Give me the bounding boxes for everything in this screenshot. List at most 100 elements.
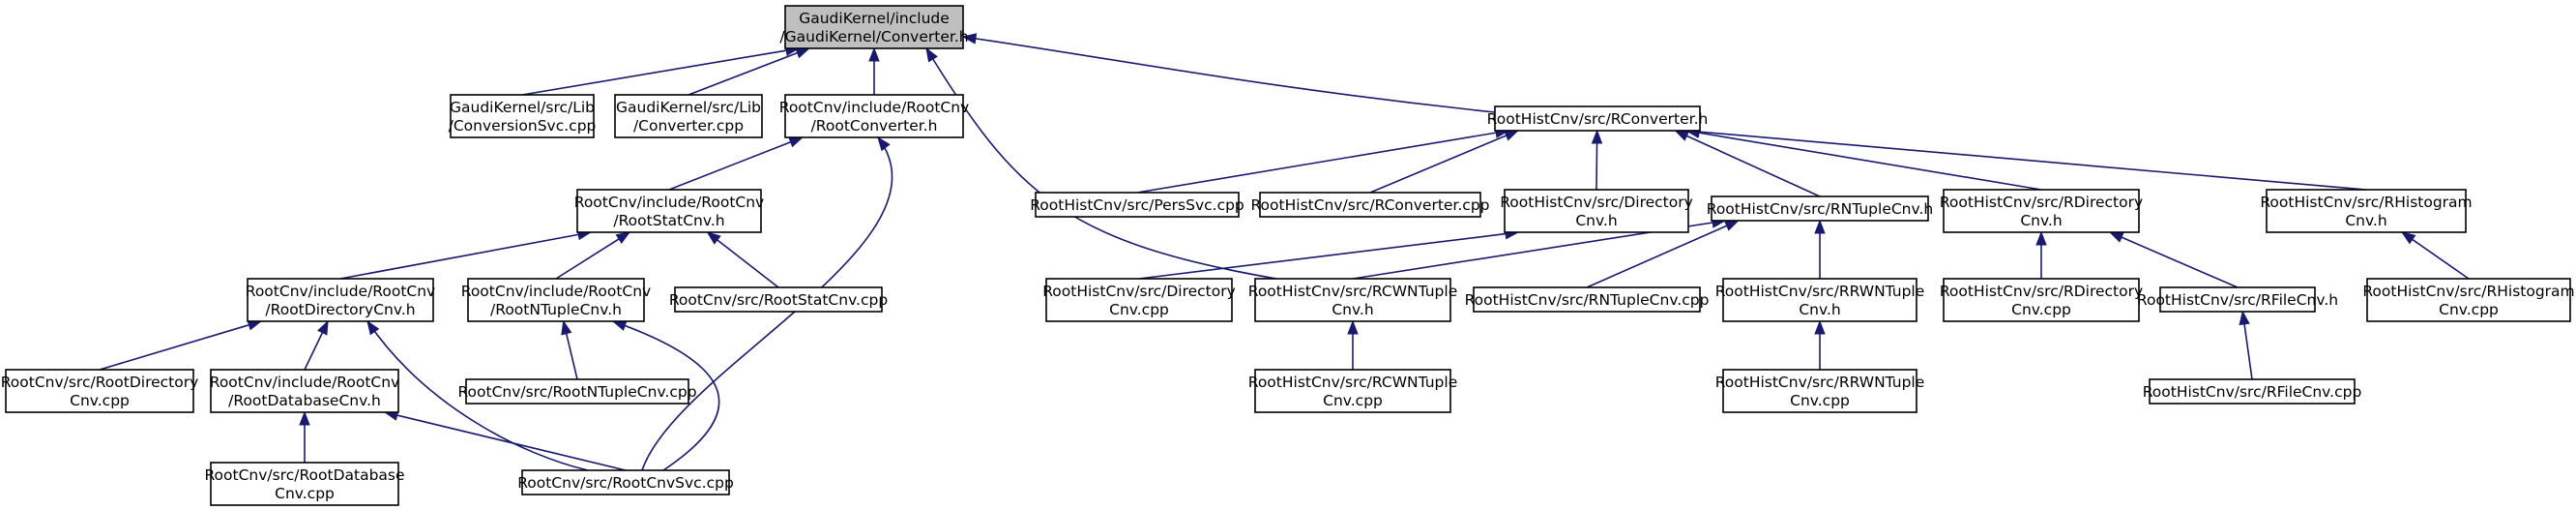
- graph-node[interactable]: RootCnv/src/RootDirectoryCnv.cpp: [1, 369, 199, 413]
- node-box: [465, 378, 689, 405]
- dependency-edge: [1138, 227, 1520, 280]
- node-box: [1473, 286, 1701, 313]
- edge-line: [925, 47, 1277, 280]
- node-label: RootHistCnv/src/Directory: [1042, 283, 1236, 300]
- arrowhead-icon: [795, 47, 811, 59]
- node-box: [467, 278, 645, 322]
- edge-line: [2412, 238, 2470, 280]
- node-label: Cnv.h: [1332, 301, 1373, 318]
- arrowhead-icon: [1814, 319, 1826, 335]
- node-label: RootCnv/src/RootDirectory: [1, 374, 199, 391]
- node-label: RootHistCnv/src/RHistogram: [2260, 194, 2472, 211]
- edge-line: [668, 140, 791, 191]
- node-box: [614, 94, 763, 138]
- dependency-edge: [1369, 130, 1520, 194]
- dependency-edge: [1684, 126, 2367, 191]
- graph-node[interactable]: RootCnv/include/RootCnv/RootDatabaseCnv.…: [210, 369, 399, 413]
- root-node-box: [784, 5, 964, 49]
- node-box: [247, 278, 434, 322]
- node-box: [1943, 278, 2140, 322]
- graph-node[interactable]: RootCnv/include/RootCnv/RootNTupleCnv.h: [461, 278, 651, 322]
- graph-node[interactable]: RootHistCnv/src/DirectoryCnv.cpp: [1042, 278, 1236, 322]
- node-label: RootCnv/src/RootNTupleCnv.cpp: [457, 383, 696, 401]
- dependency-edge: [706, 231, 779, 288]
- node-box: [1943, 189, 2140, 233]
- graph-node[interactable]: RootCnv/include/RootCnv/RootStatCnv.h: [574, 189, 764, 233]
- node-label: Cnv.h: [1799, 301, 1840, 318]
- graph-node[interactable]: GaudiKernel/src/Lib/Converter.cpp: [614, 94, 763, 138]
- dependency-edge: [1347, 319, 1359, 370]
- graph-node[interactable]: RootCnv/src/RootDatabaseCnv.cpp: [204, 462, 405, 506]
- dependency-edge: [688, 47, 811, 96]
- edge-line: [962, 36, 1496, 113]
- node-label: /ConversionSvc.cpp: [449, 117, 597, 135]
- graph-node[interactable]: RootHistCnv/src/RNTupleCnv.cpp: [1465, 286, 1710, 313]
- node-box: [2159, 286, 2316, 313]
- graph-node[interactable]: RootCnv/include/RootCnv/RootDirectoryCnv…: [246, 278, 435, 322]
- dependency-edge: [383, 409, 627, 471]
- dependency-edge: [1814, 219, 1826, 279]
- edge-line: [1685, 135, 1821, 197]
- dependency-edge: [1814, 319, 1826, 370]
- arrowhead-icon: [1347, 319, 1359, 335]
- dependency-edge: [521, 45, 801, 96]
- node-label: RootHistCnv/src/PersSvc.cpp: [1030, 196, 1244, 214]
- node-label: /RootStatCnv.h: [613, 212, 724, 229]
- graph-node[interactable]: RootCnv/include/RootCnv/RootConverter.h: [779, 94, 969, 138]
- graph-node[interactable]: GaudiKernel/include/GaudiKernel/Converte…: [779, 5, 969, 49]
- graph-node[interactable]: RootCnv/src/RootStatCnv.cpp: [669, 286, 888, 313]
- node-label: /Converter.cpp: [633, 117, 744, 135]
- node-box: [2149, 378, 2356, 405]
- dependency-edge: [1591, 129, 1603, 191]
- node-box: [210, 462, 399, 506]
- dependency-edge: [99, 319, 263, 371]
- node-label: RootHistCnv/src/RDirectory: [1940, 194, 2143, 211]
- arrowhead-icon: [1723, 220, 1740, 231]
- dependency-edge: [668, 136, 805, 191]
- edge-line: [366, 320, 589, 471]
- edge-line: [1698, 131, 2367, 191]
- node-box: [1504, 189, 1689, 233]
- graph-node[interactable]: GaudiKernel/src/Lib/ConversionSvc.cpp: [449, 94, 597, 138]
- arrowhead-icon: [1814, 219, 1826, 234]
- arrowhead-icon: [299, 410, 310, 426]
- graph-node[interactable]: RootHistCnv/src/DirectoryCnv.h: [1500, 189, 1693, 233]
- edge-line: [565, 333, 578, 380]
- node-label: RootCnv/include/RootCnv: [210, 374, 399, 391]
- node-box: [1722, 369, 1917, 413]
- graph-node[interactable]: RootCnv/src/RootNTupleCnv.cpp: [457, 378, 697, 405]
- node-label: RootCnv/include/RootCnv: [574, 194, 764, 211]
- dependency-edge: [1684, 127, 2042, 191]
- node-box: [674, 286, 883, 313]
- node-label: RootCnv/include/RootCnv: [461, 283, 651, 300]
- node-label: Cnv.cpp: [1323, 392, 1383, 409]
- edge-line: [1138, 232, 1507, 280]
- node-label: GaudiKernel/src/Lib: [616, 99, 761, 116]
- node-label: RootHistCnv/src/RCWNTuple: [1248, 283, 1458, 300]
- graph-node[interactable]: RootHistCnv/src/RNTupleCnv.h: [1707, 195, 1933, 222]
- node-label: RootCnv/src/RootCnvSvc.cpp: [517, 474, 734, 492]
- node-label: /RootDirectoryCnv.h: [265, 301, 415, 318]
- graph-node[interactable]: RootHistCnv/src/RFileCnv.h: [2137, 286, 2338, 313]
- graph-node[interactable]: RootHistCnv/src/RConverter.h: [1487, 105, 1709, 132]
- graph-node[interactable]: RootHistCnv/src/PersSvc.cpp: [1030, 192, 1244, 218]
- graph-node[interactable]: RootCnv/src/RootCnvSvc.cpp: [517, 469, 734, 495]
- node-label: Cnv.cpp: [1109, 301, 1169, 318]
- node-label: RootCnv/src/RootDatabase: [204, 466, 404, 484]
- graph-node[interactable]: RootHistCnv/src/RConverter.cpp: [1250, 192, 1490, 218]
- node-box: [1254, 369, 1451, 413]
- graph-node[interactable]: RootHistCnv/src/RFileCnv.cpp: [2143, 378, 2362, 405]
- dependency-edge: [555, 231, 631, 280]
- node-label: RootHistCnv/src/RFileCnv.h: [2137, 291, 2338, 309]
- node-label: RootHistCnv/src/RNTupleCnv.cpp: [1465, 291, 1710, 309]
- node-label: RootHistCnv/src/RRWNTuple: [1715, 283, 1925, 300]
